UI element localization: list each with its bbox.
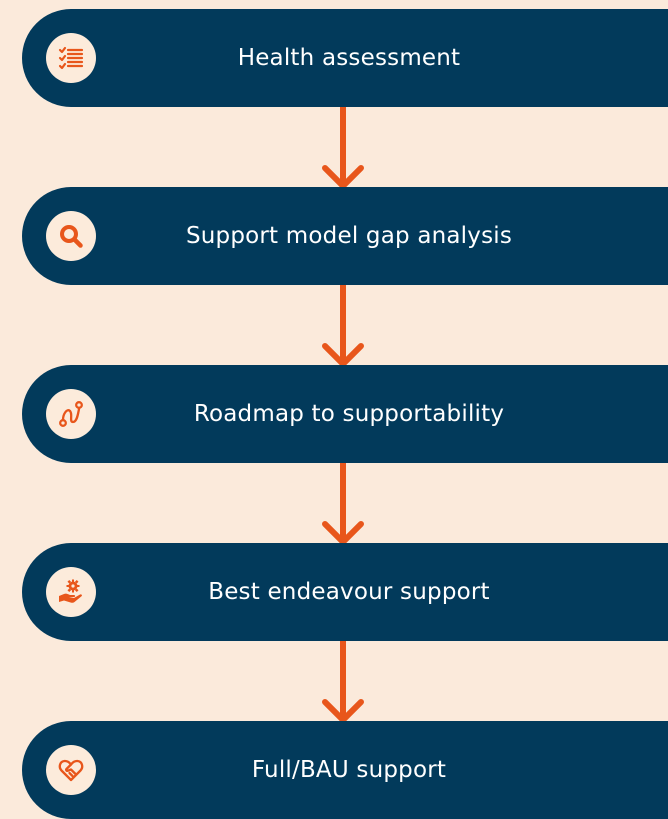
step-badge (46, 211, 96, 261)
step-roadmap-to-supportability: Roadmap to supportability (22, 365, 668, 463)
step-full-bau-support: Full/BAU support (22, 721, 668, 819)
step-badge (46, 33, 96, 83)
connector-arrow-2 (322, 282, 364, 367)
step-health-assessment: Health assessment (22, 9, 668, 107)
step-badge (46, 389, 96, 439)
magnifier-icon (60, 225, 83, 248)
step-label: Health assessment (237, 45, 461, 71)
step-label: Full/BAU support (251, 757, 447, 783)
connector-arrow-1 (322, 104, 364, 189)
hand-gear-icon (59, 579, 82, 603)
step-label: Roadmap to supportability (193, 401, 505, 427)
heart-handshake-icon (58, 759, 84, 782)
step-label: Support model gap analysis (185, 223, 513, 249)
step-support-model-gap-analysis: Support model gap analysis (22, 187, 668, 285)
step-best-endeavour-support: Best endeavour support (22, 543, 668, 641)
step-badge (46, 745, 96, 795)
route-icon (59, 401, 83, 427)
step-label: Best endeavour support (208, 579, 490, 605)
connector-arrow-3 (322, 460, 364, 545)
checklist-icon (58, 46, 84, 70)
connector-arrow-4 (322, 638, 364, 723)
step-badge (46, 567, 96, 617)
